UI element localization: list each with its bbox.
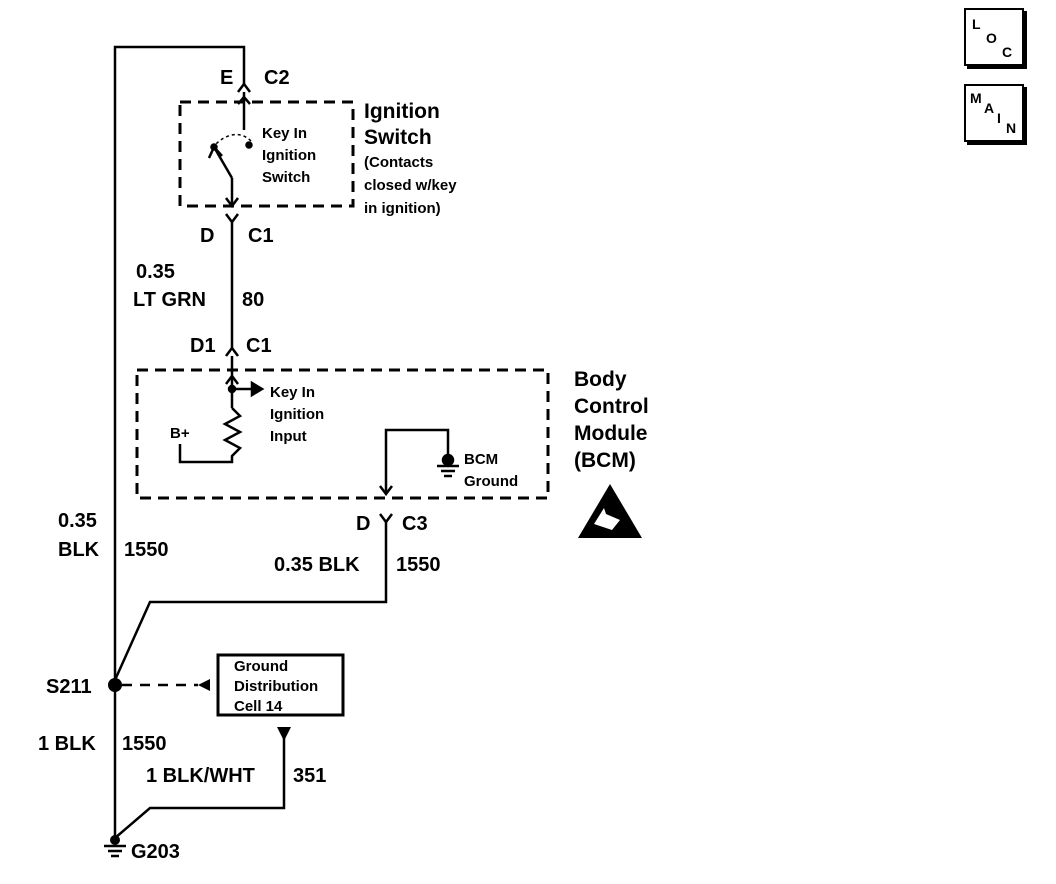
top-connector-label: C2 <box>264 67 290 89</box>
main-letter-a: A <box>984 100 995 116</box>
wire-80-size: 0.35 <box>136 261 175 283</box>
splice-dot <box>108 678 122 692</box>
loc-letter-o: O <box>986 30 997 46</box>
ignition-switch-title-1: Ignition <box>364 100 440 123</box>
wire-lower-label: 1 BLK <box>38 733 96 755</box>
pullup-resistor <box>178 407 243 464</box>
esd-warning-icon <box>578 484 642 538</box>
wire-main-left <box>113 45 246 838</box>
bcm-ground-label-2: Ground <box>464 473 518 490</box>
wire-left-size: 0.35 <box>58 510 97 532</box>
loc-letter-l: L <box>972 16 981 32</box>
connector-c1-bcm <box>225 345 239 357</box>
connector-c2 <box>237 81 251 93</box>
bcm-input-label-2: Ignition <box>270 406 324 423</box>
wire-lower-circuit: 1550 <box>122 733 167 755</box>
connector-c3 <box>379 513 393 525</box>
bcm-input-label-1: Key In <box>270 384 315 401</box>
main-letter-n: N <box>1006 120 1017 136</box>
main-letter-i: I <box>997 110 1001 126</box>
bcm-out-connector-label: C3 <box>402 513 428 535</box>
top-pin-label: E <box>220 67 233 89</box>
wire-351-label: 1 BLK/WHT <box>146 765 255 787</box>
bcm-title-4: (BCM) <box>574 449 636 472</box>
bcm-ground-label-1: BCM <box>464 451 498 468</box>
ground-label: G203 <box>131 841 180 863</box>
bcm-ground-icon <box>437 453 459 478</box>
ignition-switch-note-2: closed w/key <box>364 177 457 194</box>
ignition-switch-note-1: (Contacts <box>364 154 433 171</box>
switch-bottom-connector-label: C1 <box>248 225 274 247</box>
switch-inner-label-1: Key In <box>262 125 307 142</box>
main-letter-m: M <box>970 90 982 106</box>
wire-80-circuit: 80 <box>242 289 264 311</box>
main-button[interactable]: M A I N <box>964 84 1027 145</box>
wire-351-circuit: 351 <box>293 765 326 787</box>
wire-left-color: BLK <box>58 539 100 561</box>
ignition-switch-box <box>178 100 355 208</box>
wire-bcm-ground-circuit: 1550 <box>396 554 441 576</box>
bcm-in-connector-label: C1 <box>246 335 272 357</box>
wire-bcm-ground <box>113 522 388 681</box>
switch-inner-label-3: Switch <box>262 169 310 186</box>
wire-bcm-ground-label: 0.35 BLK <box>274 554 360 576</box>
bcm-supply-label: B+ <box>170 425 190 442</box>
connector-c1-switch <box>225 213 239 225</box>
wire-left-circuit: 1550 <box>124 539 169 561</box>
bcm-title-1: Body <box>574 368 627 391</box>
wire-351 <box>114 730 286 839</box>
bcm-title-3: Module <box>574 422 648 445</box>
ignition-switch-note-3: in ignition) <box>364 200 441 217</box>
ground-dist-line-3: Cell 14 <box>234 698 283 715</box>
ignition-switch-title-2: Switch <box>364 126 432 149</box>
ground-icon <box>104 844 126 858</box>
ground-dist-line-2: Distribution <box>234 678 318 695</box>
bcm-title-2: Control <box>574 395 649 418</box>
ground-dist-line-1: Ground <box>234 658 288 675</box>
wire-80-color: LT GRN <box>133 289 206 311</box>
bcm-out-pin-label: D <box>356 513 370 535</box>
switch-inner-label-2: Ignition <box>262 147 316 164</box>
loc-button[interactable]: L O C <box>964 8 1027 69</box>
switch-bottom-pin-label: D <box>200 225 214 247</box>
ground-distribution-box <box>216 653 345 717</box>
bcm-in-pin-label: D1 <box>190 335 216 357</box>
loc-letter-c: C <box>1002 44 1013 60</box>
bcm-input-label-3: Input <box>270 428 307 445</box>
splice-label: S211 <box>46 676 92 698</box>
bcm-box <box>135 368 550 500</box>
